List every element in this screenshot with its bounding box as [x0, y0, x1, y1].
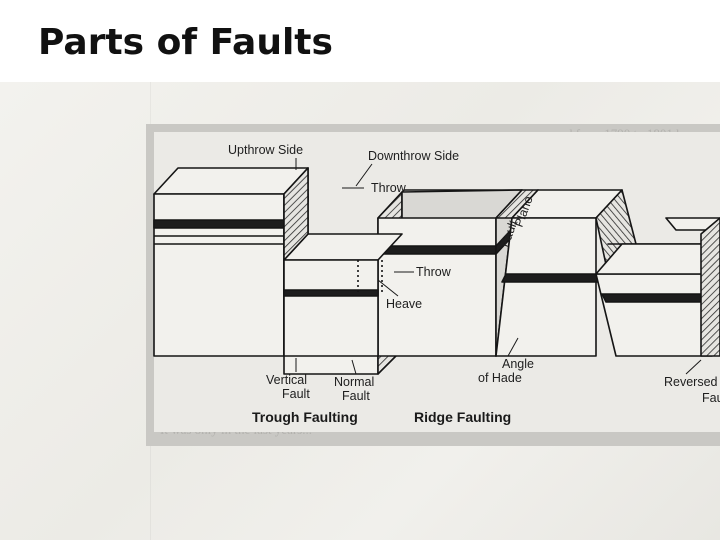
label-throw-mid: Throw [416, 265, 452, 279]
label-of-hade: of Hade [478, 371, 522, 385]
label-throw-top: Throw [371, 181, 407, 195]
label-vertical-fault: Fault [282, 387, 310, 401]
label-reversed-fault: Fau [702, 391, 720, 405]
trough-detail [283, 167, 403, 357]
fault-diagram-photo: d from 1790 to 1801 he was private secre… [146, 124, 720, 446]
slide-title: Parts of Faults [38, 22, 333, 63]
label-ridge-faulting: Ridge Faulting [414, 409, 511, 425]
fault-diagram: d from 1790 to 1801 he was private secre… [153, 126, 720, 437]
label-reversed: Reversed [664, 375, 718, 389]
label-trough-faulting: Trough Faulting [252, 409, 358, 425]
label-normal: Normal [334, 375, 374, 389]
leader-lines [295, 158, 702, 375]
label-vertical: Vertical [266, 373, 307, 387]
label-downthrow-side: Downthrow Side [368, 149, 459, 163]
label-normal-fault: Fault [342, 389, 370, 403]
label-upthrow-side: Upthrow Side [228, 143, 303, 157]
ridge-fault-block [495, 189, 720, 357]
label-heave: Heave [386, 297, 422, 311]
label-angle: Angle [502, 357, 534, 371]
